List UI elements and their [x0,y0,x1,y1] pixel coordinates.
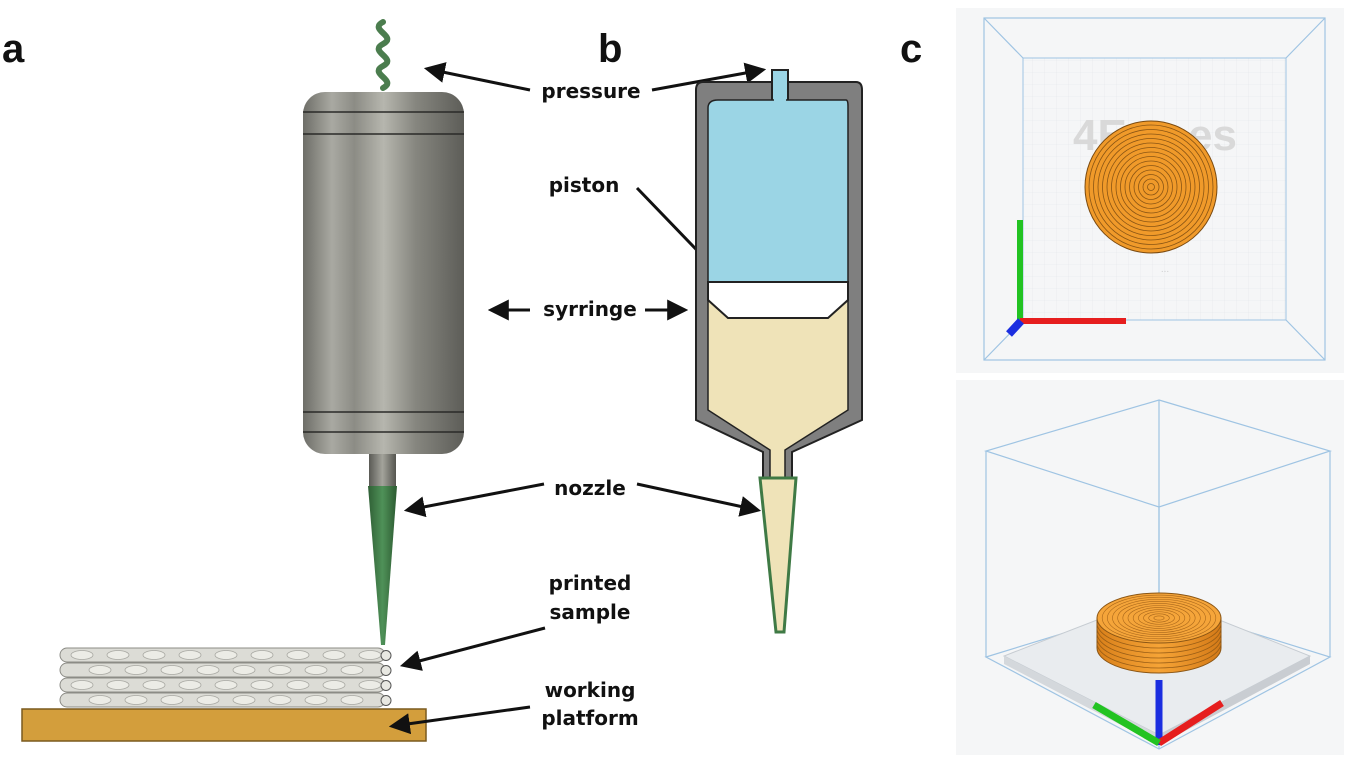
pressure-chamber [707,99,849,283]
panel-b-syringe-section [695,69,863,634]
axis-y-iso [1092,701,1161,747]
printed-disc-iso [1096,592,1222,674]
spring-icon [375,19,391,91]
syringe-barrel [303,92,464,454]
annotation-labels: pressure piston syrringe nozzle printed … [541,79,640,730]
viewer-top-frame [983,17,1326,361]
nozzle-section [758,476,798,634]
axis-x-iso [1157,700,1224,746]
piston [707,281,849,319]
panel-letter-c: c [900,27,922,71]
panel-c-top-view: 4E ... es ... [956,8,1344,373]
label-printed: printed [549,571,632,595]
printed-sample [59,647,392,708]
label-syringe: syrringe [543,297,637,321]
panel-a-printer-render [21,19,464,742]
working-platform [21,708,427,742]
label-sample: sample [550,600,631,624]
panel-c-iso-view [956,380,1344,755]
axis-z-top [1006,318,1024,337]
label-platform: platform [541,706,638,730]
panel-letter-a: a [2,27,25,71]
annotation-arrows [388,62,767,735]
panel-letter-b: b [598,27,622,71]
printed-disc-top [1084,120,1218,254]
label-pressure: pressure [541,79,640,103]
syringe-neck [369,454,396,486]
nozzle-cone [368,486,397,645]
label-working: working [545,678,636,702]
label-piston: piston [549,173,620,197]
bed-watermark-small: ... [1161,264,1169,275]
label-nozzle: nozzle [554,476,626,500]
paste-chamber [707,299,849,479]
